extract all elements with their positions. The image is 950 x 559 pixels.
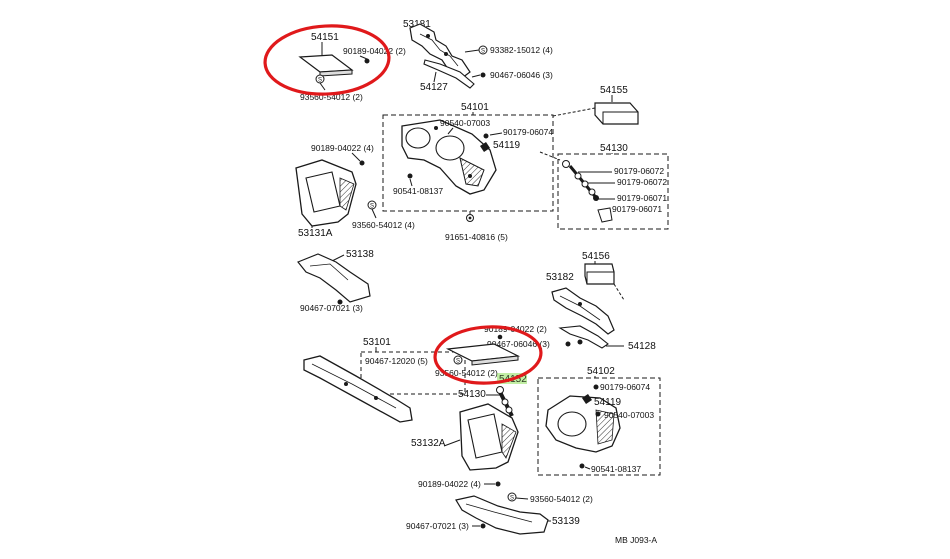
label-53101: 53101 xyxy=(363,337,391,348)
label-90179e: 90179-06071 xyxy=(612,204,662,214)
label-54119a: 54119 xyxy=(493,140,521,151)
label-53132a: 53132A xyxy=(411,438,446,449)
bottom-hardware-group: 90189-04022 (4) S 93560-54012 (2) xyxy=(418,479,593,504)
highlight-circle-top xyxy=(263,24,391,96)
label-90540a: 90540-07003 xyxy=(440,118,490,128)
svg-text:S: S xyxy=(318,78,322,84)
part-53132a-group: 53132A xyxy=(411,403,519,471)
part-53101-group: 53101 90467-12020 (5) xyxy=(303,337,466,423)
label-53131a: 53131A xyxy=(298,228,333,239)
label-90189a: 90189-04022 (2) xyxy=(343,46,406,56)
label-93560c: 93560-54012 (2) xyxy=(435,368,498,378)
label-90467e: 90467-07021 (3) xyxy=(406,521,469,531)
part-54155-group: 54155 xyxy=(552,85,639,125)
label-54151: 54151 xyxy=(311,32,339,43)
bracket-53181 xyxy=(409,23,471,79)
label-90467d: 90467-12020 (5) xyxy=(365,356,428,366)
label-93382: 93382-15012 (4) xyxy=(490,45,553,55)
svg-text:S: S xyxy=(510,496,514,502)
svg-text:S: S xyxy=(456,359,460,365)
part-54156-group: 54156 xyxy=(582,251,625,301)
assembly-box-54130 xyxy=(557,153,669,230)
label-54128: 54128 xyxy=(628,341,656,352)
radiator-support-bar-53101 xyxy=(303,355,413,423)
cover-53139 xyxy=(455,495,549,535)
assembly-box-53101 xyxy=(360,351,466,395)
label-90189d: 90189-04022 (4) xyxy=(418,479,481,489)
part-54130-bottom-group: 54130 xyxy=(458,386,514,417)
label-91651: 91651-40816 (5) xyxy=(445,232,508,242)
assembly-box-54101 xyxy=(382,114,554,212)
label-54155: 54155 xyxy=(600,85,628,96)
label-90467b: 90467-07021 (3) xyxy=(300,303,363,313)
label-54130b: 54130 xyxy=(458,389,486,400)
rubber-block-54155 xyxy=(594,102,639,125)
part-54102-group: 54102 90179-06074 54119 90540-07003 9054… xyxy=(537,366,661,476)
part-54151-group: 54151 90189-04022 (2) S 93560-54012 (2) xyxy=(263,24,406,102)
label-90179f: 90179-06074 xyxy=(600,382,650,392)
label-53139: 53139 xyxy=(552,516,580,527)
label-53138: 53138 xyxy=(346,249,374,260)
label-54119b: 54119 xyxy=(594,397,622,408)
label-54127: 54127 xyxy=(420,82,448,93)
assembly-box-54102 xyxy=(537,377,661,476)
rubber-pad-54152-edge xyxy=(471,355,519,366)
part-54101-group: 54101 90540-07003 90179-06074 54119 9054… xyxy=(382,102,561,212)
label-90467a: 90467-06046 (3) xyxy=(490,70,553,80)
label-53182: 53182 xyxy=(546,272,574,283)
label-54130a: 54130 xyxy=(600,143,628,154)
highlight-circle-middle xyxy=(433,325,543,385)
part-53182-group: 53182 54128 xyxy=(546,272,656,352)
bracket-54127 xyxy=(423,59,475,89)
screw-icon xyxy=(507,492,517,502)
cover-53138 xyxy=(297,253,371,303)
leader-93560a xyxy=(319,82,326,91)
rubber-block-54156 xyxy=(584,263,615,285)
part-91651-group: 91651-40816 (5) xyxy=(445,211,508,242)
label-93560d: 93560-54012 (2) xyxy=(530,494,593,504)
label-90179c: 90179-06072 xyxy=(617,177,667,187)
label-90541a: 90541-08137 xyxy=(393,186,443,196)
label-90540b: 90540-07003 xyxy=(604,410,654,420)
part-54152-group: 90189-04022 (2) 90467-06046 (3) S 93560-… xyxy=(433,324,571,385)
part-54130-top-group: 54130 90179-06072 90179-06072 90179-0607… xyxy=(557,143,669,230)
rubber-pad-54151 xyxy=(298,54,354,73)
label-90179b: 90179-06072 xyxy=(614,166,664,176)
svg-text:S: S xyxy=(370,204,374,210)
svg-text:S: S xyxy=(481,49,485,55)
label-54156: 54156 xyxy=(582,251,610,262)
screw-icon xyxy=(453,355,463,365)
label-90541b: 90541-08137 xyxy=(591,464,641,474)
label-90189b: 90189-04022 (4) xyxy=(311,143,374,153)
clip-icon xyxy=(364,58,370,64)
part-53138-group: 53138 90467-07021 (3) xyxy=(297,249,374,313)
part-53131a-group: 90189-04022 (4) S 93560-54012 (4) 53131A xyxy=(295,143,415,239)
leader-90189a xyxy=(359,55,368,60)
bracket-54128 xyxy=(558,325,609,349)
part-53181-group: 53181 S 93382-15012 (4) 90467-06046 (3) … xyxy=(403,19,553,93)
label-54102: 54102 xyxy=(587,366,615,377)
label-93560a: 93560-54012 (2) xyxy=(300,92,363,102)
label-53181: 53181 xyxy=(403,19,431,30)
label-54101: 54101 xyxy=(461,102,489,113)
label-90467c: 90467-06046 (3) xyxy=(487,339,550,349)
label-90179d: 90179-06071 xyxy=(617,193,667,203)
drawing-reference: MB J093-A xyxy=(615,535,657,545)
label-93560b: 93560-54012 (4) xyxy=(352,220,415,230)
label-90179a: 90179-06074 xyxy=(503,127,553,137)
part-53139-group: 53139 90467-07021 (3) xyxy=(406,495,580,535)
